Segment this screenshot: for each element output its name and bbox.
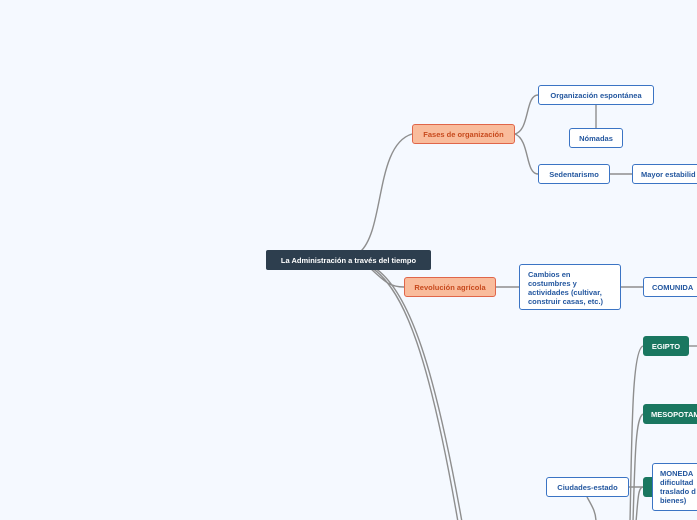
link-root-fases (359, 133, 413, 253)
topic-nomadas[interactable]: Nómadas (569, 128, 623, 148)
link-fases-organizacion (514, 94, 539, 135)
link-moneda (635, 486, 644, 520)
link-egipto (629, 345, 644, 520)
link-root-lower-1 (371, 267, 459, 520)
root-topic[interactable]: La Administración a través del tiempo (266, 250, 431, 270)
link-root-lower-2 (374, 267, 463, 520)
topic-cambios-costumbres[interactable]: Cambios en costumbres y actividades (cul… (519, 264, 621, 310)
topic-mayor-estabilidad[interactable]: Mayor estabilid (632, 164, 697, 184)
topic-comunidad[interactable]: COMUNIDA (643, 277, 697, 297)
topic-egipto[interactable]: EGIPTO (643, 336, 689, 356)
topic-organizacion-espontanea[interactable]: Organización espontánea (538, 85, 654, 105)
topic-ciudades-estado[interactable]: Ciudades-estado (546, 477, 629, 497)
topic-moneda[interactable]: MONEDA dificultad traslado d bienes) (652, 463, 697, 511)
topic-fases-de-organizacion[interactable]: Fases de organización (412, 124, 515, 144)
link-mesopotamia (632, 413, 644, 520)
link-ciudades-lower (586, 496, 597, 520)
topic-mesopotamia[interactable]: MESOPOTAM (643, 404, 697, 424)
topic-sedentarismo[interactable]: Sedentarismo (538, 164, 610, 184)
topic-revolucion-agricola[interactable]: Revolución agrícola (404, 277, 496, 297)
link-fases-sedentarismo (514, 133, 539, 175)
